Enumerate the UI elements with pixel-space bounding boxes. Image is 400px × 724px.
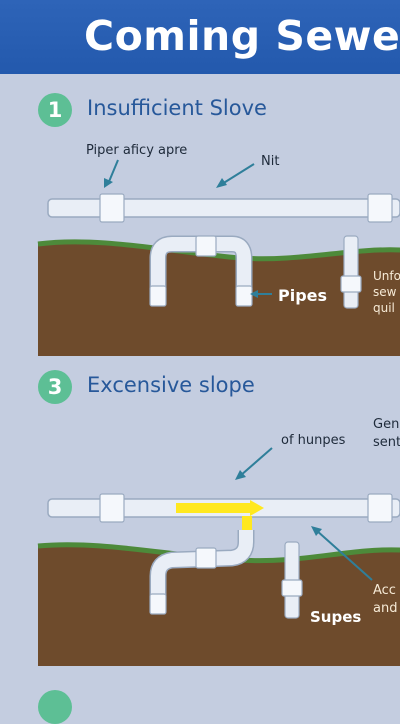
top-right-note-line: sent: [373, 435, 400, 450]
pipe-coupling: [195, 547, 217, 569]
pipe-coupling: [367, 193, 393, 223]
edge-note-line: Acc: [373, 583, 396, 598]
callout-arrow: [221, 163, 255, 185]
label-of-hunpes: of hunpes: [281, 433, 346, 448]
pipe-coupling: [195, 235, 217, 257]
callout-arrowhead: [250, 290, 258, 298]
header-banner: Coming Sewer: [0, 0, 400, 74]
edge-note-line: quil: [373, 301, 395, 315]
pipe-coupling: [235, 285, 253, 307]
pipe-coupling: [149, 593, 167, 615]
section-3-number-badge: 3: [38, 370, 72, 404]
flow-drop: [242, 516, 252, 534]
page-title: Coming Sewer: [84, 12, 400, 60]
pipe-coupling: [99, 193, 125, 223]
soil-ground: [38, 544, 400, 666]
vertical-pipe: [343, 235, 359, 309]
label-pipes: Pipes: [278, 286, 328, 305]
edge-note-section-3: Acc and: [373, 582, 397, 618]
section-1-number-badge: 1: [38, 93, 72, 127]
section-1-title: Insufficient Slove: [87, 96, 267, 120]
section-3-title: Excensive slope: [87, 373, 255, 397]
pipe-coupling: [149, 285, 167, 307]
next-section-badge: [38, 690, 72, 724]
label-pipe-note: Piper aficy apre: [86, 143, 188, 158]
callout-arrow: [239, 447, 273, 477]
edge-note-section-1: Unfo sew quil: [373, 268, 400, 316]
callout-arrowhead: [235, 470, 246, 480]
top-right-note-line: Gen: [373, 417, 400, 432]
soil-ground: [38, 241, 400, 356]
pipe-coupling: [99, 493, 125, 523]
callout-arrow: [107, 159, 119, 185]
callout-arrow: [315, 529, 373, 581]
label-supes: Supes: [310, 608, 362, 626]
callout-arrowhead: [311, 526, 322, 536]
excessive-slope-diagram: [37, 447, 400, 666]
flow-arrow: [176, 503, 250, 513]
flow-arrowhead: [250, 500, 264, 516]
pipe-coupling: [281, 579, 303, 597]
main-pipe: [47, 198, 400, 218]
edge-note-line: and: [373, 601, 398, 616]
label-nit: Nit: [261, 154, 280, 169]
top-right-note-section-3: Gen sent: [373, 416, 400, 452]
callout-arrowhead: [216, 178, 227, 188]
insufficient-slope-diagram: [37, 159, 400, 356]
callout-arrowhead: [104, 178, 113, 188]
edge-note-line: sew: [373, 285, 397, 299]
pipe-coupling: [367, 493, 393, 523]
pipe-coupling: [340, 275, 362, 293]
edge-note-line: Unfo: [373, 269, 400, 283]
